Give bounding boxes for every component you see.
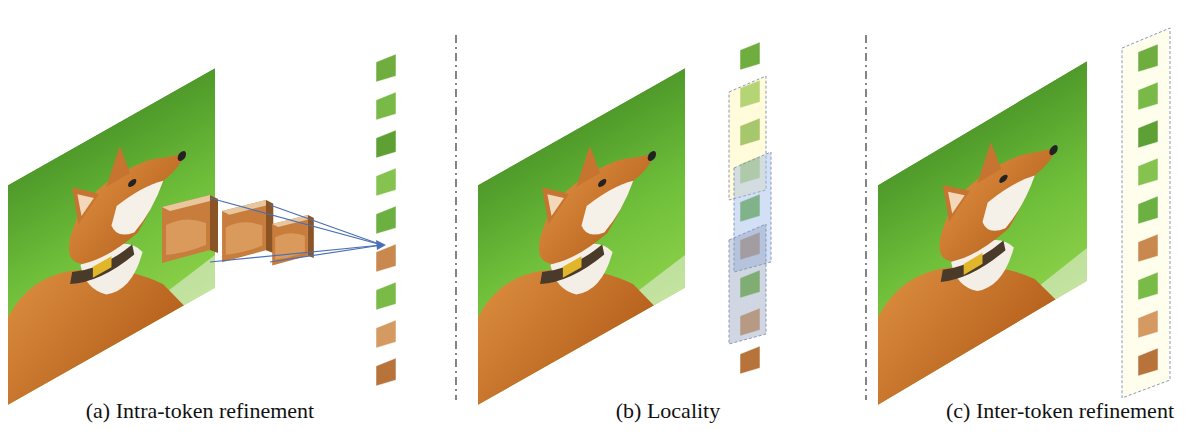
token-strip (1138, 44, 1158, 376)
divider (865, 35, 866, 400)
divider (455, 35, 456, 400)
panel-caption: (b) Locality (616, 398, 720, 424)
window (729, 224, 766, 344)
token-strip (376, 54, 396, 386)
dog-photo (478, 68, 685, 405)
patch (222, 200, 273, 262)
patch (162, 195, 218, 263)
window (1122, 28, 1170, 398)
projection-lines (210, 198, 382, 262)
panel-caption: (a) Intra-token refinement (86, 398, 314, 424)
dog-photo (878, 61, 1087, 405)
panel-caption: (c) Inter-token refinement (946, 398, 1174, 424)
